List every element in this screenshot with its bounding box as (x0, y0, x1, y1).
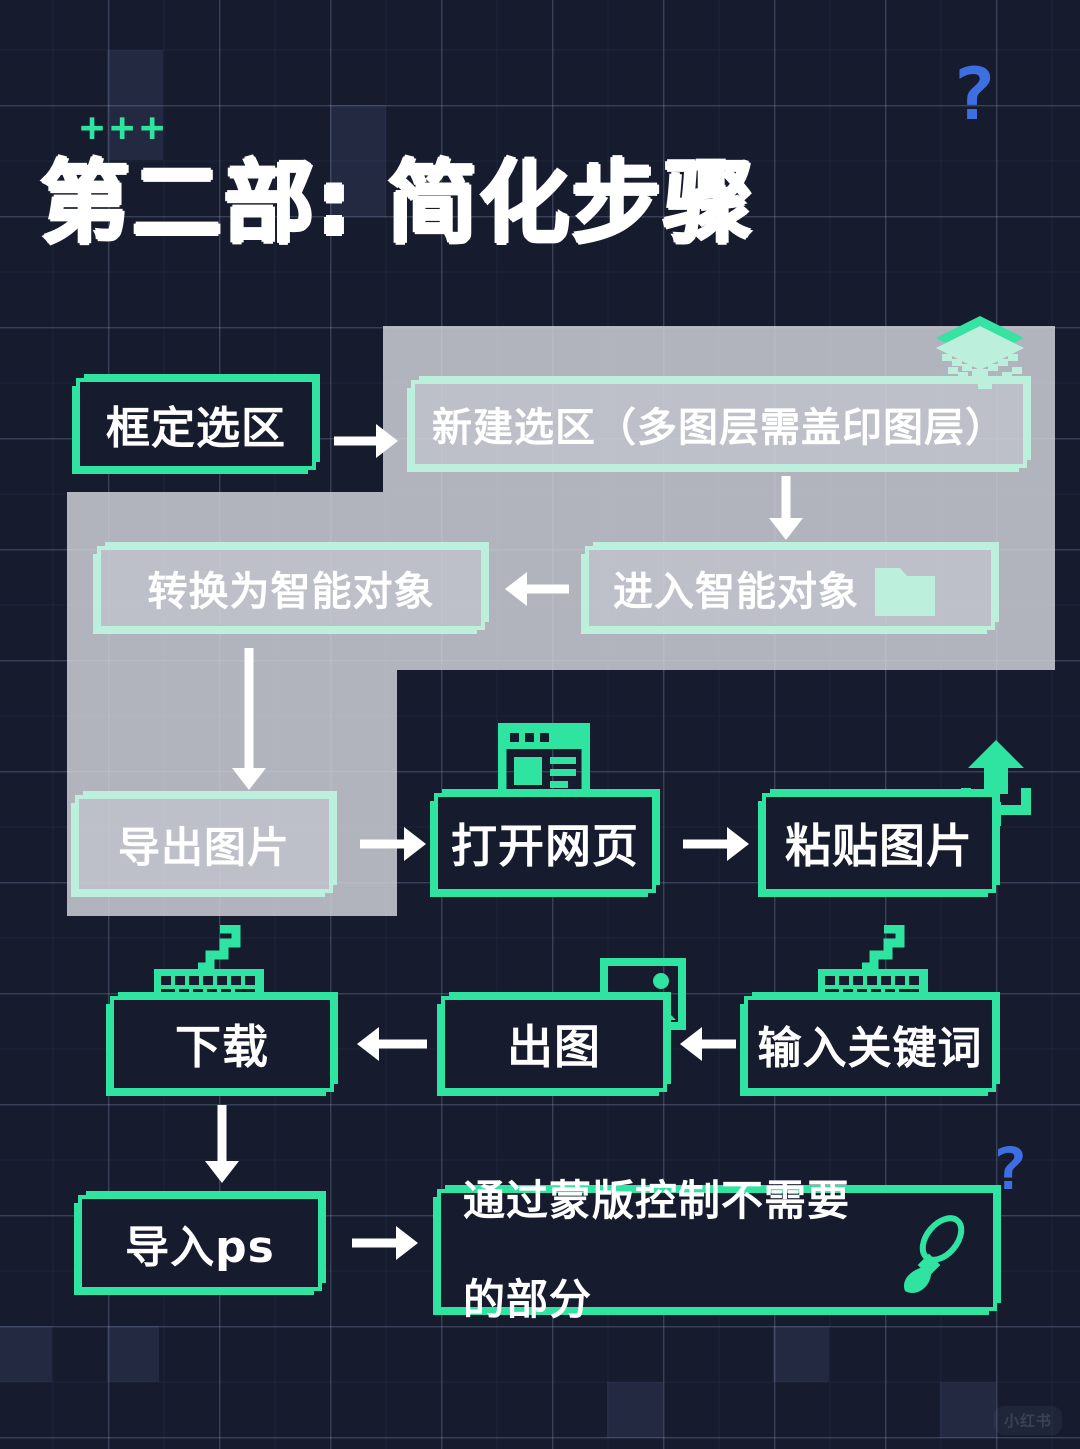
flow-node-label-line2: 的部分 (463, 1274, 593, 1324)
flow-node-open-webpage[interactable]: 打开网页 (434, 793, 656, 893)
flow-node-label-line1: 通过蒙版控制不需要 (463, 1175, 851, 1225)
decor-block (773, 1326, 829, 1382)
arrow-right-icon (683, 827, 749, 861)
decor-block (330, 105, 386, 217)
flow-node-enter-smart-object[interactable]: 进入智能对象 (585, 546, 995, 630)
brush-icon (895, 1213, 969, 1299)
arrow-right-icon (334, 424, 398, 458)
watermark: 小红书 (993, 1406, 1062, 1435)
flow-node-label: 新建选区（多图层需盖印图层） (432, 405, 1006, 451)
arrow-left-icon (680, 1027, 736, 1061)
decor-block (940, 1382, 996, 1438)
flow-node-frame-selection[interactable]: 框定选区 (76, 378, 316, 470)
arrow-right-icon (360, 827, 426, 861)
arrow-down-icon (200, 1105, 244, 1183)
decor-block (107, 1326, 159, 1382)
plus-decoration: +++ (80, 105, 171, 151)
flow-node-label: 输入关键词 (757, 1023, 983, 1074)
flow-node-generate-image[interactable]: 出图 (441, 996, 667, 1092)
arrow-down-icon (766, 476, 806, 540)
flow-node-label: 下载 (175, 1020, 269, 1074)
flow-node-mask-control[interactable]: 通过蒙版控制不需要 的部分 (437, 1176, 997, 1324)
arrow-left-icon (357, 1027, 427, 1061)
flow-node-convert-smart-object[interactable]: 转换为智能对象 (97, 546, 485, 630)
flow-node-label: 进入智能对象 (613, 569, 859, 615)
arrow-left-icon (505, 572, 569, 606)
decor-block (607, 1382, 663, 1438)
decor-block (107, 50, 163, 160)
flow-node-label: 导入ps (125, 1222, 275, 1273)
question-mark-icon: ? (950, 52, 997, 136)
flow-node-label: 粘贴图片 (785, 819, 973, 873)
arrow-right-icon (352, 1226, 418, 1260)
flow-node-label: 导出图片 (117, 822, 290, 872)
flow-node-paste-image[interactable]: 粘贴图片 (762, 793, 996, 893)
flow-node-export-image[interactable]: 导出图片 (75, 795, 333, 893)
question-mark-icon: ? (991, 1135, 1028, 1203)
flow-node-import-ps[interactable]: 导入ps (78, 1195, 322, 1291)
flow-node-label: 框定选区 (106, 403, 286, 454)
browser-icon (498, 723, 590, 813)
page-title: 第二部: 简化步骤 (40, 151, 756, 256)
flow-node-label: 转换为智能对象 (147, 569, 435, 615)
layers-icon (932, 312, 1028, 402)
flow-node-enter-keywords[interactable]: 输入关键词 (744, 996, 996, 1092)
flow-node-label: 打开网页 (451, 819, 639, 873)
decor-block (0, 1326, 52, 1382)
folder-icon (873, 562, 937, 618)
flow-node-download[interactable]: 下载 (110, 996, 334, 1092)
flow-node-label: 出图 (507, 1020, 601, 1074)
arrow-down-icon (227, 648, 271, 790)
